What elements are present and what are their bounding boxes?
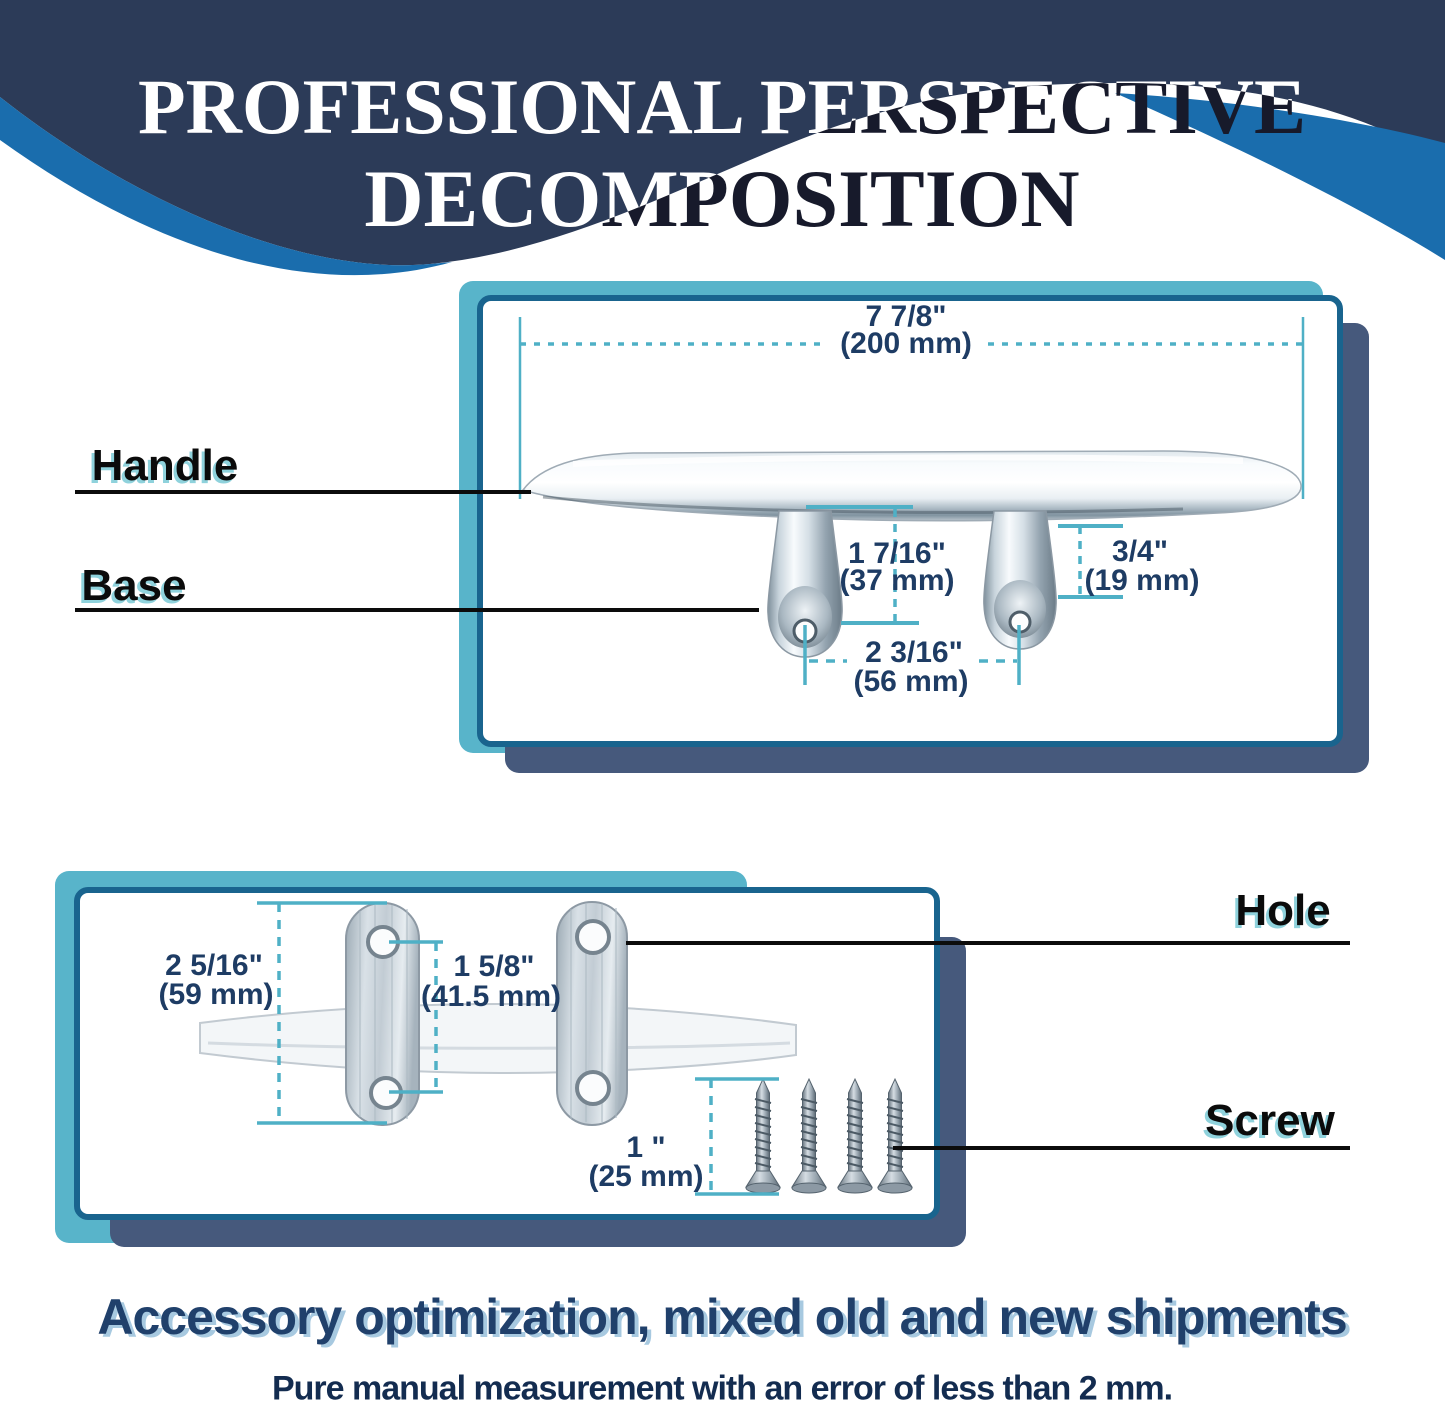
footer-headline: Accessory optimization, mixed old and ne… <box>97 1289 1347 1345</box>
dim-plate-length-inch: 2 5/16" <box>165 949 263 982</box>
cleat-top-view-drawing <box>199 901 913 1196</box>
base-label: Base <box>81 561 187 610</box>
blue-swoosh-left <box>0 97 452 276</box>
cleat-bar-highlight <box>572 454 1244 467</box>
right-leg-countersink <box>994 580 1046 638</box>
dimension-lines-top <box>257 901 779 1196</box>
base-callout-line <box>75 608 759 612</box>
right-plate-top-hole <box>575 919 611 955</box>
dim-plate-length-mm: (59 mm) <box>158 978 274 1011</box>
dim-width-mm: (200 mm) <box>840 327 972 360</box>
header-title-line1-dark: PROFESSIONAL PERSPECTIVE <box>138 63 1306 150</box>
dim-leg-spacing-inch: 2 3/16" <box>865 636 963 669</box>
left-leg-countersink <box>778 586 832 648</box>
cleat-top-seam <box>207 1041 791 1050</box>
hole-label: Hole <box>1235 886 1331 935</box>
dim-hole-spacing-inch: 1 5/8" <box>453 950 535 983</box>
handle-label: Handle <box>91 441 239 490</box>
cleat-bar <box>521 450 1302 522</box>
hole-callout-line <box>626 941 1350 945</box>
dim-leg-inset-inch: 3/4" <box>1112 535 1168 568</box>
dim-leg-inset-mm: (19 mm) <box>1084 564 1200 597</box>
footer-subline: Pure manual measurement with an error of… <box>271 1369 1173 1408</box>
cleat-side-view-drawing <box>518 317 1305 685</box>
screw-label: Screw <box>1205 1096 1335 1145</box>
screw-2-icon <box>791 1078 827 1194</box>
screw-1-icon <box>745 1078 781 1194</box>
screw-3-icon <box>837 1078 873 1194</box>
dim-leg-height-inch: 1 7/16" <box>848 537 946 570</box>
right-base-plate <box>556 901 628 1126</box>
dim-leg-height-mm: (37 mm) <box>839 564 955 597</box>
dim-leg-spacing-mm: (56 mm) <box>853 665 969 698</box>
dimension-lines-side <box>518 317 1305 685</box>
dim-width-inch: 7 7/8" <box>865 300 947 333</box>
screw-4-icon <box>877 1078 913 1194</box>
blue-swoosh-right <box>1115 93 1445 260</box>
right-plate-bottom-hole <box>575 1070 611 1106</box>
navy-wave-shape <box>0 0 1445 266</box>
dim-hole-spacing-mm: (41.5 mm) <box>420 980 562 1013</box>
dim-screw-length-mm: (25 mm) <box>588 1160 704 1193</box>
header-wave-banner: PROFESSIONAL PERSPECTIVE DECOMPOSITION P… <box>0 0 1445 276</box>
handle-callout-line <box>75 490 531 494</box>
screw-callout-line <box>893 1146 1350 1150</box>
cleat-top-silhouette <box>199 1002 797 1075</box>
header-title-line2-dark: DECOMPOSITION <box>364 153 1079 244</box>
dim-screw-length-inch: 1 " <box>626 1131 666 1164</box>
